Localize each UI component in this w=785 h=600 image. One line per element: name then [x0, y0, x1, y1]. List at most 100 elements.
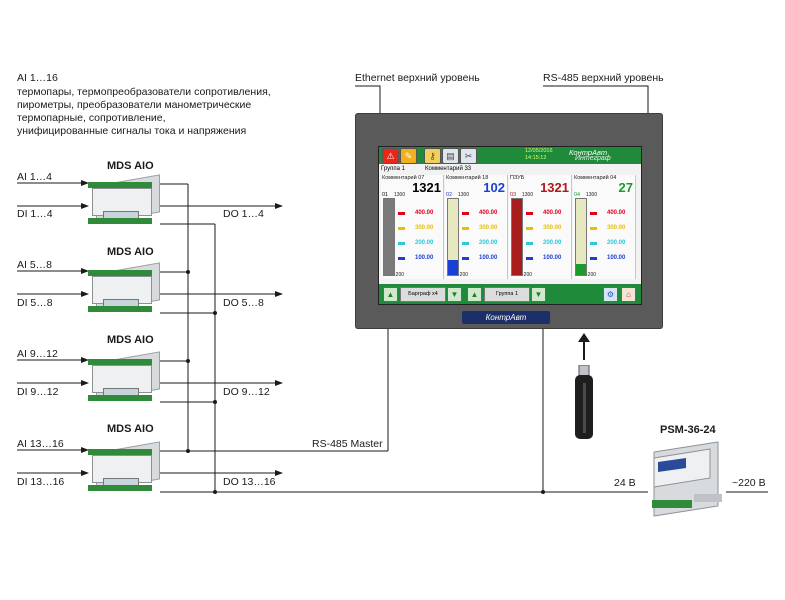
- screen-footer: ▲ Барграф х4 ▼ ▲ Группа 1 ▼ ⚙ ⌂: [379, 284, 641, 304]
- group-button[interactable]: Группа 1: [484, 287, 530, 302]
- screen-date: 12/05/2016 14:15:12: [525, 148, 553, 161]
- alarm-icon[interactable]: ⚠: [382, 148, 399, 164]
- level-marker: [526, 227, 533, 230]
- level-value: 100.00: [543, 255, 562, 261]
- level-marker: [398, 257, 405, 260]
- usb-flash-drive: [575, 365, 593, 439]
- module-title: MDS AIO: [107, 423, 154, 435]
- level-value: 100.00: [607, 255, 626, 261]
- channel-min: -200: [458, 272, 469, 278]
- rs485-top-label: RS-485 верхний уровень: [543, 72, 664, 84]
- level-marker: [462, 227, 469, 230]
- level-marker: [590, 227, 597, 230]
- channel-value: 1321: [412, 180, 441, 195]
- settings-gear-icon[interactable]: ⚙: [603, 287, 618, 302]
- hmi-screen: ⚠ ✎ ⚷ ▤ ✂ 12/05/2016 14:15:12 КонтрАвт И…: [378, 146, 642, 305]
- channel-bar: [575, 198, 587, 276]
- ethernet-label: Ethernet верхний уровень: [355, 72, 480, 84]
- level-marker: [462, 257, 469, 260]
- channel-min: -200: [522, 272, 533, 278]
- level-value: 200.00: [479, 240, 498, 246]
- screen-group-comment: Комментарий 33: [425, 166, 472, 172]
- channel-min: -200: [394, 272, 405, 278]
- level-value: 100.00: [479, 255, 498, 261]
- v220-label: ~220 В: [732, 477, 766, 489]
- mds-aio-module-3: [88, 349, 160, 407]
- mds-aio-module-4: [88, 439, 160, 497]
- channel-value: 102: [483, 180, 505, 195]
- channel-number: 04: [574, 192, 581, 198]
- down-arrow-button[interactable]: ▼: [447, 287, 462, 302]
- ai-label: AI 1…4: [17, 171, 53, 183]
- channel-bar-fill: [512, 199, 522, 275]
- bargraph-button[interactable]: Барграф х4: [400, 287, 446, 302]
- mds-aio-module-2: [88, 260, 160, 318]
- level-marker: [398, 242, 405, 245]
- level-marker: [590, 212, 597, 215]
- level-marker: [462, 242, 469, 245]
- level-value: 400.00: [543, 210, 562, 216]
- channel-number: 02: [446, 192, 453, 198]
- screen-header: ⚠ ✎ ⚷ ▤ ✂ 12/05/2016 14:15:12 КонтрАвт И…: [379, 147, 641, 164]
- mds-aio-module-1: [88, 172, 160, 230]
- level-value: 400.00: [479, 210, 498, 216]
- v24-label: 24 В: [614, 477, 636, 489]
- event-icon[interactable]: ✎: [400, 148, 417, 164]
- psm-power-supply: [652, 441, 722, 517]
- description-title: AI 1…16: [17, 72, 58, 84]
- level-marker: [526, 212, 533, 215]
- di-label: DI 5…8: [17, 297, 53, 309]
- ai-label: AI 9…12: [17, 348, 58, 360]
- level-value: 200.00: [607, 240, 626, 246]
- group-down-button[interactable]: ▼: [531, 287, 546, 302]
- tools-icon[interactable]: ✂: [460, 148, 477, 164]
- channel-bar-fill: [576, 264, 586, 275]
- inputs-description: AI 1…16 термопары, термопреобразователи …: [17, 72, 307, 138]
- description-line: пирометры, преобразователи манометрическ…: [17, 99, 252, 111]
- level-value: 200.00: [543, 240, 562, 246]
- level-value: 300.00: [415, 225, 434, 231]
- channel-bar-fill: [448, 260, 458, 275]
- level-marker: [590, 257, 597, 260]
- channel-number: 03: [510, 192, 517, 198]
- description-line: термопары, термопреобразователи сопротив…: [17, 86, 271, 98]
- description-line: термопарные, сопротивление,: [17, 112, 166, 124]
- group-up-button[interactable]: ▲: [467, 287, 482, 302]
- channel-max: 1300: [458, 192, 470, 198]
- level-marker: [462, 212, 469, 215]
- channel-bar: [447, 198, 459, 276]
- channel-comment: ПЗУБ: [510, 175, 525, 181]
- level-marker: [398, 227, 405, 230]
- level-value: 100.00: [415, 255, 434, 261]
- up-arrow-button[interactable]: ▲: [383, 287, 398, 302]
- level-marker: [526, 257, 533, 260]
- document-icon[interactable]: ▤: [442, 148, 459, 164]
- psm-title: PSM-36-24: [660, 424, 716, 436]
- module-title: MDS AIO: [107, 246, 154, 258]
- screen-logo: КонтрАвт: [569, 148, 608, 157]
- level-value: 300.00: [607, 225, 626, 231]
- channel-max: 1300: [586, 192, 598, 198]
- channel-max: 1300: [394, 192, 406, 198]
- do-label: DO 1…4: [223, 208, 264, 220]
- channel-bar: [511, 198, 523, 276]
- do-label: DO 13…16: [223, 476, 276, 488]
- channel-value: 1321: [540, 180, 569, 195]
- ai-label: AI 13…16: [17, 438, 64, 450]
- key-icon[interactable]: ⚷: [424, 148, 441, 164]
- do-label: DO 9…12: [223, 386, 270, 398]
- hmi-panel: ⚠ ✎ ⚷ ▤ ✂ 12/05/2016 14:15:12 КонтрАвт И…: [355, 113, 663, 329]
- level-value: 200.00: [415, 240, 434, 246]
- channel-max: 1300: [522, 192, 534, 198]
- ethernet-line: [355, 85, 381, 113]
- screen-group: Группа 1: [381, 166, 406, 172]
- home-icon[interactable]: ⌂: [621, 287, 636, 302]
- channel-bar-fill: [384, 199, 394, 275]
- di-label: DI 13…16: [17, 476, 65, 488]
- level-marker: [526, 242, 533, 245]
